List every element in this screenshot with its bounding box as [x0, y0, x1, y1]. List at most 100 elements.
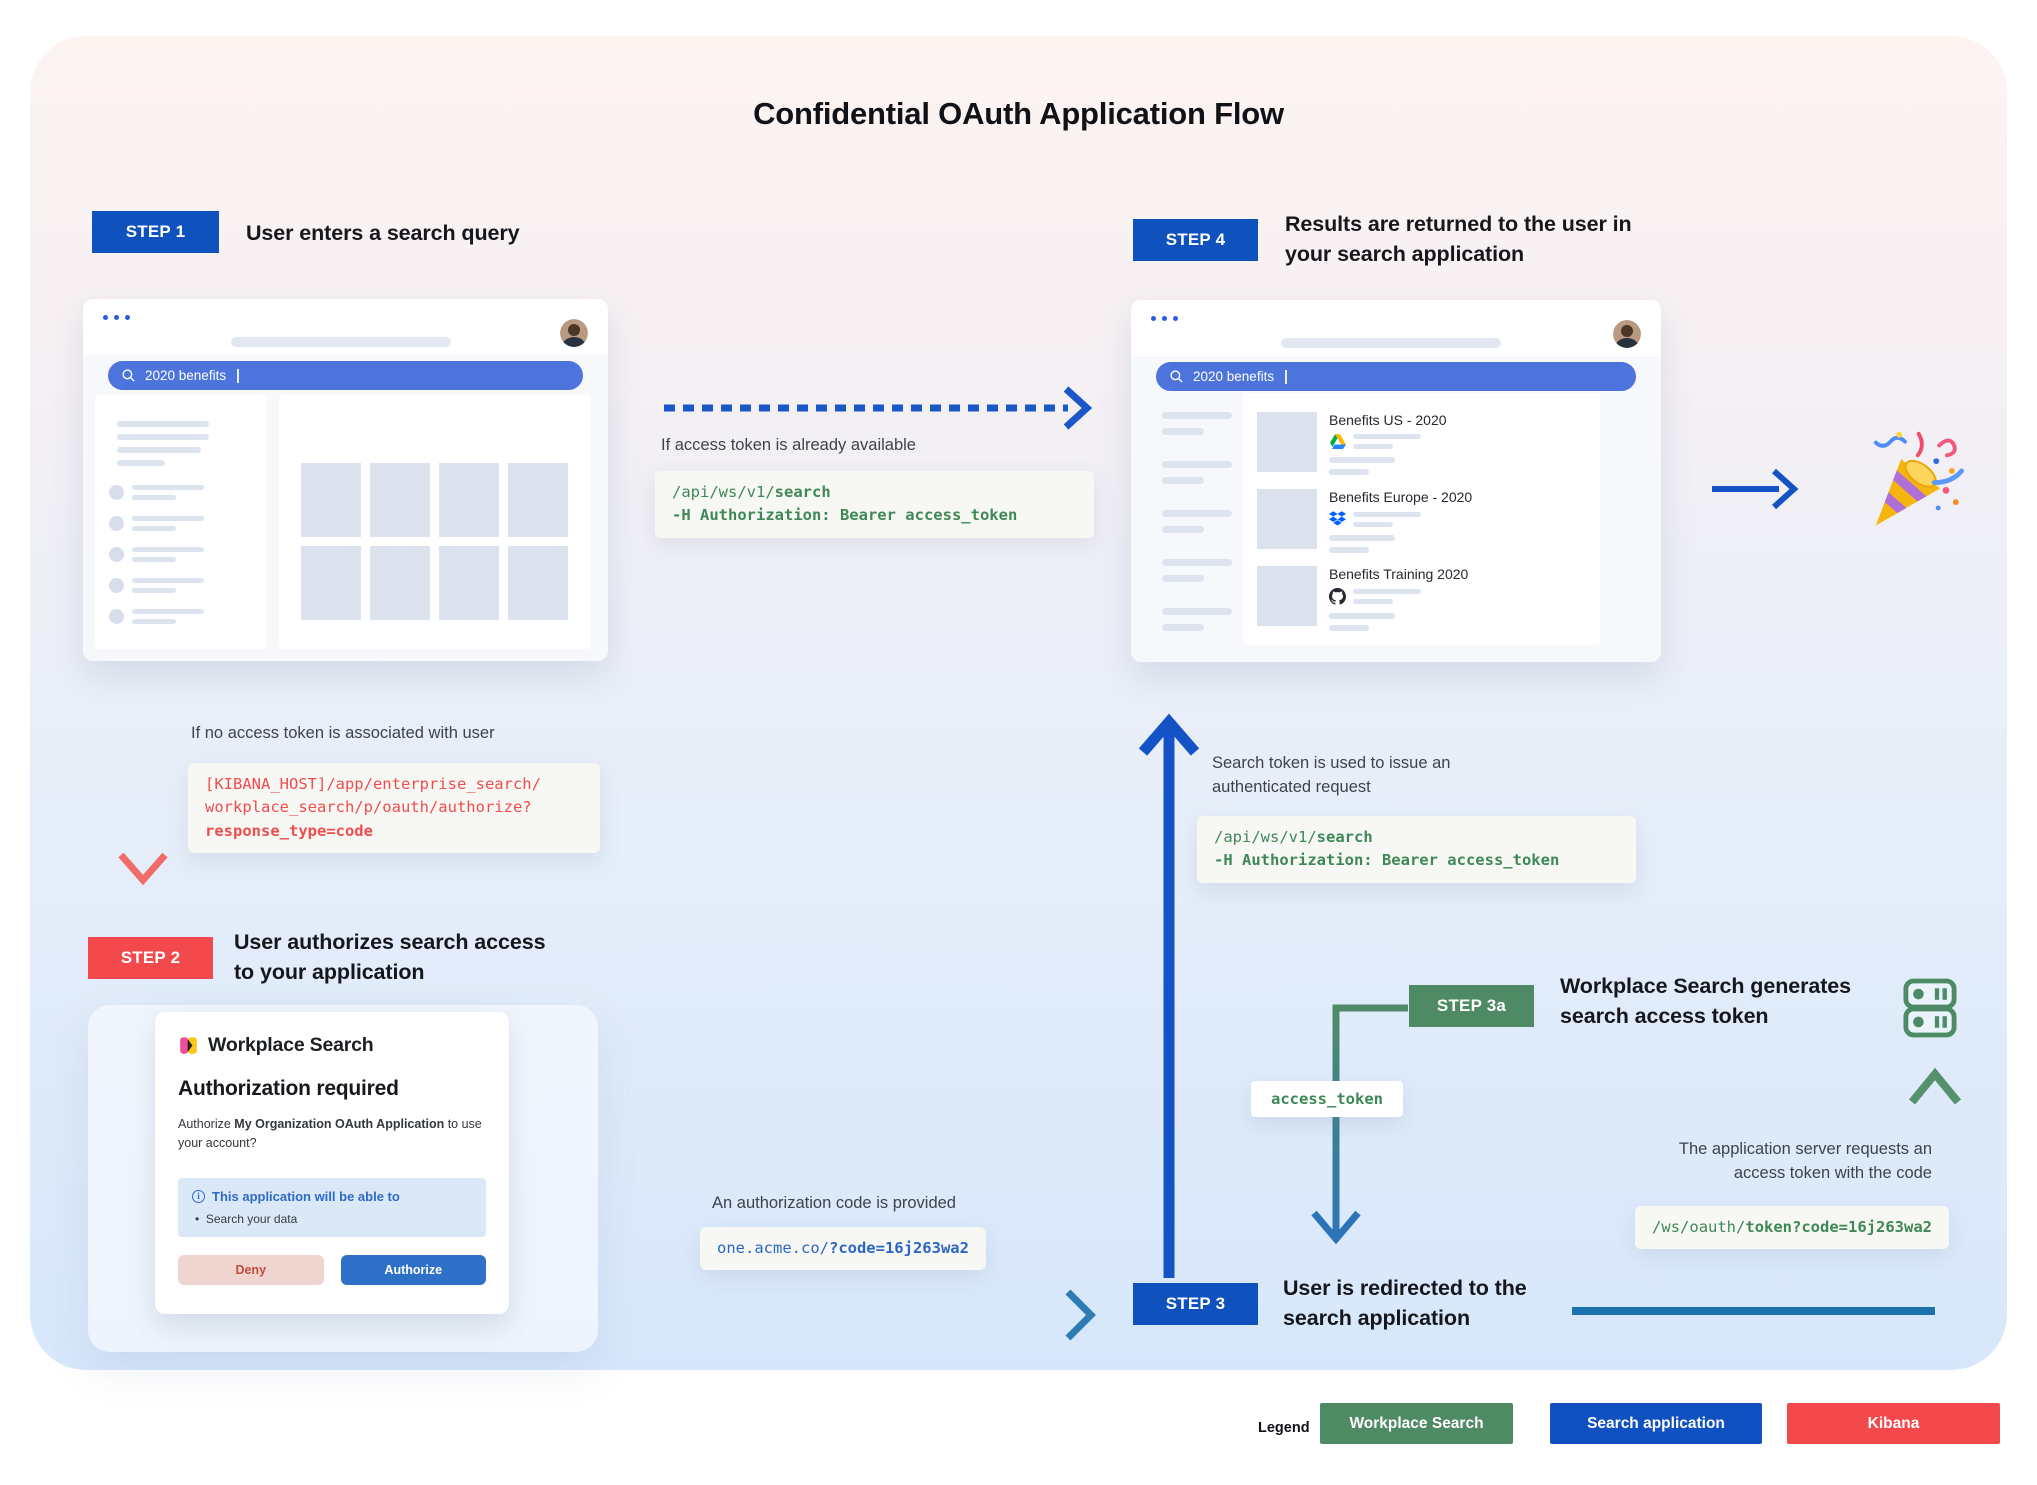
skeleton-group	[1162, 510, 1232, 533]
result-row[interactable]: Benefits Training 2020	[1257, 566, 1468, 631]
dialog-heading: Authorization required	[178, 1077, 399, 1100]
permissions-box: i This application will be able to • Sea…	[178, 1177, 486, 1237]
search-input[interactable]: 2020 benefits	[1156, 362, 1636, 391]
skeleton-group	[1162, 412, 1232, 435]
list-item	[109, 547, 204, 562]
legend-workplace-search: Workplace Search	[1320, 1403, 1513, 1444]
skeleton-sidebar	[1162, 412, 1232, 631]
browser-titlebar	[83, 299, 608, 355]
result-title: Benefits Europe - 2020	[1329, 489, 1473, 505]
workplace-search-logo-icon	[180, 1037, 197, 1054]
list-item	[109, 516, 204, 531]
code-search-api-2: /api/ws/v1/search -H Authorization: Bear…	[1197, 816, 1636, 883]
authorize-button[interactable]: Authorize	[340, 1254, 486, 1285]
text-cursor	[1285, 369, 1287, 384]
skeleton-group	[1162, 559, 1232, 582]
dialog-buttons: Deny Authorize	[178, 1254, 486, 1285]
avatar[interactable]	[560, 319, 588, 347]
avatar[interactable]	[1613, 320, 1641, 348]
step4-badge: STEP 4	[1133, 219, 1258, 261]
code-search-api-1: /api/ws/v1/search -H Authorization: Bear…	[655, 471, 1094, 538]
skeleton-line	[117, 460, 165, 466]
dialog-app-name: Workplace Search	[208, 1034, 374, 1056]
skeleton-line	[117, 447, 201, 453]
annotation-no-token: If no access token is associated with us…	[191, 724, 495, 742]
thumbnail	[370, 463, 430, 537]
address-bar[interactable]	[230, 337, 451, 347]
party-popper-icon	[1873, 431, 1965, 526]
code-redirect-url: one.acme.co/?code=16j263wa2	[700, 1227, 986, 1271]
deny-button[interactable]: Deny	[178, 1254, 324, 1285]
search-icon	[1170, 370, 1183, 383]
browser-titlebar	[1131, 300, 1661, 356]
code-kibana-authorize: [KIBANA_HOST]/app/enterprise_search/ wor…	[188, 763, 600, 853]
result-thumbnail	[1257, 566, 1317, 626]
result-thumbnail	[1257, 412, 1317, 472]
skeleton-list	[109, 485, 204, 624]
thumbnail	[439, 546, 499, 620]
search-input[interactable]: 2020 benefits	[108, 361, 583, 390]
result-row[interactable]: Benefits US - 2020	[1257, 412, 1447, 475]
dialog-backdrop: Workplace Search Authorization required …	[88, 1005, 598, 1352]
annotation-token-available: If access token is already available	[661, 436, 916, 454]
dialog-body-text: Authorize My Organization OAuth Applicat…	[178, 1117, 482, 1151]
skeleton-group	[1162, 461, 1232, 484]
sidebar-panel	[95, 395, 267, 649]
step2-badge: STEP 2	[88, 937, 213, 979]
step1-heading: User enters a search query	[246, 221, 520, 245]
dialog-header: Workplace Search	[178, 1034, 486, 1057]
search-query: 2020 benefits	[145, 368, 227, 383]
text-cursor	[237, 368, 239, 383]
thumbnail	[508, 463, 568, 537]
result-title: Benefits Training 2020	[1329, 566, 1469, 582]
server-icon	[1903, 978, 1957, 1038]
window-dots-icon[interactable]	[1151, 316, 1178, 321]
list-item	[109, 485, 204, 500]
thumbnail	[301, 463, 361, 537]
google-drive-icon	[1330, 434, 1346, 449]
window-dots-icon[interactable]	[103, 315, 130, 320]
list-item	[109, 609, 204, 624]
search-query: 2020 benefits	[1193, 369, 1275, 384]
content-panel	[279, 395, 591, 649]
authorization-dialog: Workplace Search Authorization required …	[155, 1012, 509, 1314]
access-token-label: access_token	[1251, 1081, 1403, 1117]
page-title: Confidential OAuth Application Flow	[753, 96, 1284, 131]
thumbnail	[508, 546, 568, 620]
info-icon: i	[192, 1189, 205, 1203]
permission-item: • Search your data	[195, 1211, 298, 1226]
browser-window-results: 2020 benefits Benefits US - 2020	[1131, 300, 1661, 662]
result-thumbnail	[1257, 489, 1317, 549]
skeleton-line	[117, 434, 209, 440]
search-icon	[122, 369, 135, 382]
step1-badge: STEP 1	[92, 211, 219, 253]
browser-window-search: 2020 benefits	[83, 299, 608, 661]
results-panel: Benefits US - 2020	[1243, 393, 1600, 645]
list-item	[109, 578, 204, 593]
legend-label: Legend	[1258, 1420, 1310, 1436]
legend-kibana: Kibana	[1787, 1403, 2000, 1444]
result-row[interactable]: Benefits Europe - 2020	[1257, 489, 1472, 553]
thumbnail	[439, 463, 499, 537]
address-bar[interactable]	[1281, 338, 1501, 348]
github-icon	[1329, 588, 1346, 605]
skeleton-group	[1162, 608, 1232, 631]
dropbox-icon	[1329, 511, 1346, 526]
annotation-auth-code: An authorization code is provided	[712, 1194, 956, 1212]
thumbnail	[370, 546, 430, 620]
step3-badge: STEP 3	[1133, 1283, 1258, 1325]
permissions-title: i This application will be able to	[192, 1189, 472, 1204]
code-token-request: /ws/oauth/token?code=16j263wa2	[1635, 1206, 1949, 1250]
thumbnail-grid	[301, 463, 568, 620]
result-title: Benefits US - 2020	[1329, 412, 1447, 428]
legend-search-application: Search application	[1550, 1403, 1762, 1444]
skeleton-line	[117, 421, 209, 427]
thumbnail	[301, 546, 361, 620]
